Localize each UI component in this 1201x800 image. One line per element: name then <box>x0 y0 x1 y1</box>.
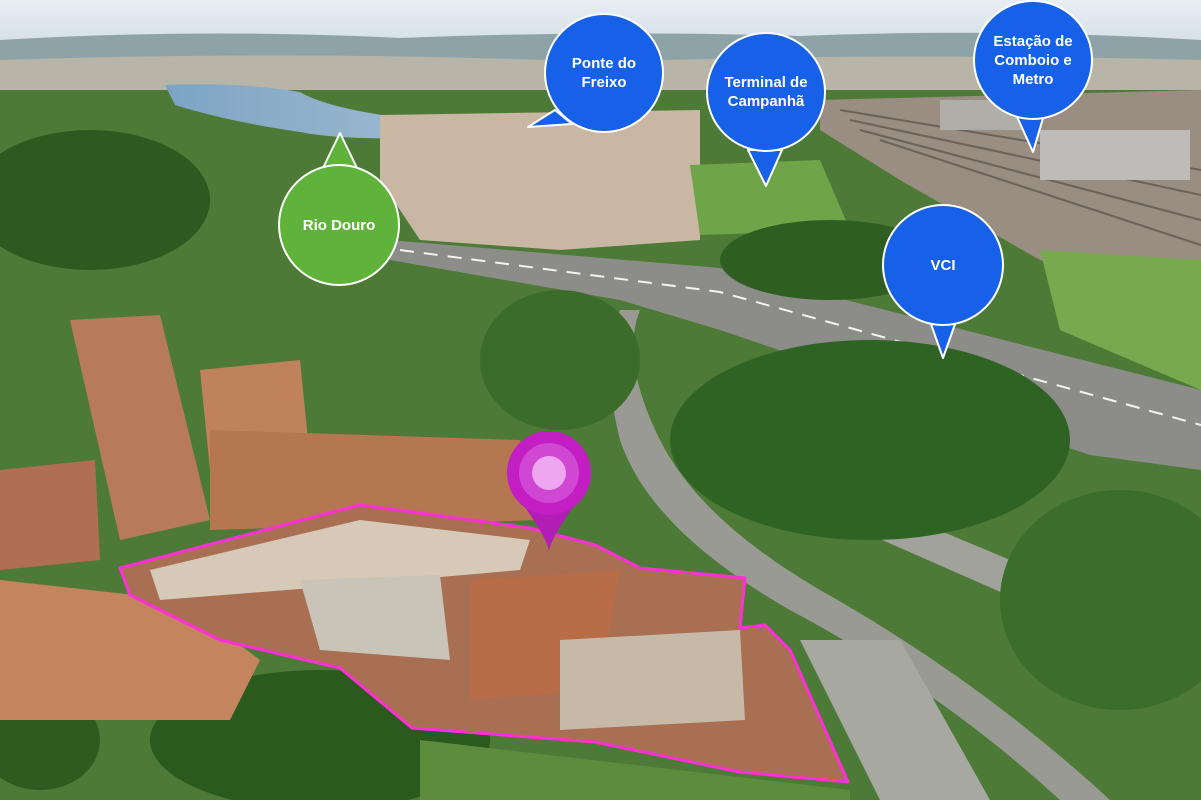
river-douro <box>165 84 420 139</box>
label-estacao: Estação de Comboio e Metro <box>993 32 1073 88</box>
rail-track <box>859 129 1201 221</box>
label-ponte-do-freixo: Ponte do Freixo <box>571 55 637 91</box>
house-row <box>70 315 210 540</box>
inner-courtyard <box>560 630 745 730</box>
callout-rio-douro <box>278 132 400 286</box>
station-building <box>1040 130 1190 180</box>
access-road <box>610 310 1110 800</box>
tree-cluster <box>670 340 1070 540</box>
inner-courtyard <box>300 575 450 660</box>
tree-cluster <box>0 130 210 270</box>
tree-cluster <box>480 290 640 430</box>
map-pin-icon <box>507 431 591 552</box>
park-lawn <box>690 160 850 235</box>
grass-edge <box>420 740 850 800</box>
callout-vci <box>882 204 1004 359</box>
lane-marking <box>399 249 1201 426</box>
label-vci: VCI <box>930 256 956 274</box>
rail-track <box>879 139 1201 246</box>
house-row <box>210 430 540 530</box>
property-outline <box>118 503 850 784</box>
block-roofs <box>150 520 530 600</box>
callout-estacao <box>973 0 1093 153</box>
tree-cluster <box>1000 490 1201 710</box>
label-rio-douro: Rio Douro <box>302 216 376 234</box>
neighborhood-north <box>380 110 700 250</box>
callout-ponte-do-freixo <box>527 13 664 133</box>
parking-lot <box>800 640 990 800</box>
rail-track <box>849 119 1201 196</box>
label-terminal-de-campanha: Terminal de Campanhã <box>724 74 808 110</box>
callout-terminal-de-campanha <box>706 32 826 187</box>
park-lawn <box>1040 250 1201 390</box>
house-row <box>0 460 100 570</box>
